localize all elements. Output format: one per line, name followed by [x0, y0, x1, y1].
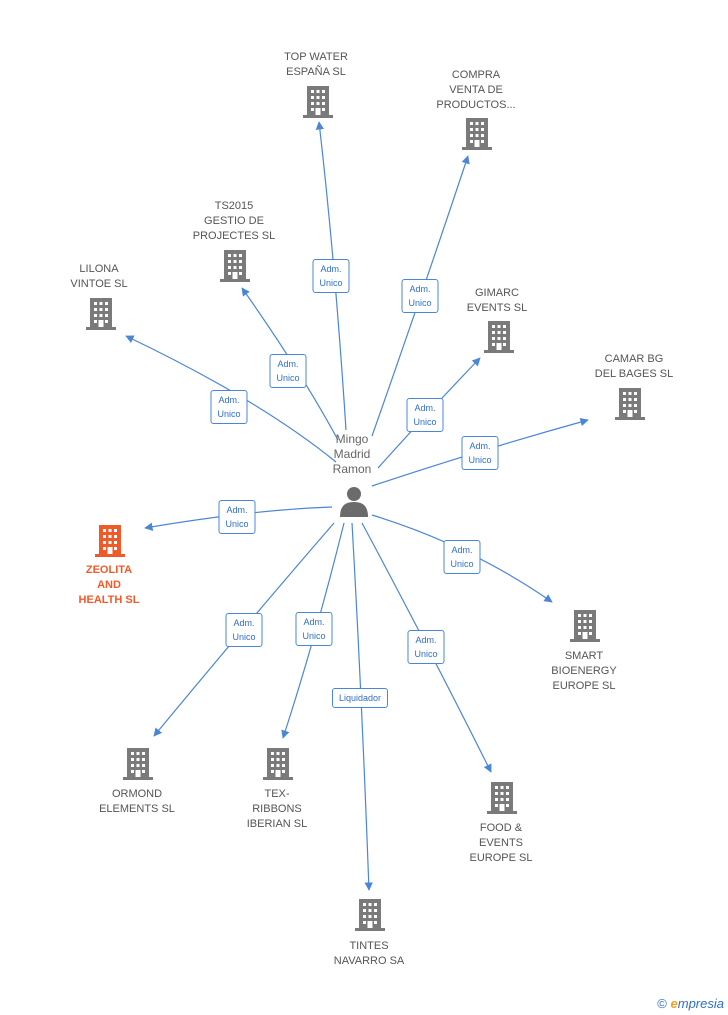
role-badge-smart-bioenergy: Adm. Unico	[443, 540, 481, 574]
role-badge-food-events: Adm. Unico	[407, 630, 445, 664]
company-label-compra-venta[interactable]: COMPRA VENTA DE PRODUCTOS...	[436, 69, 516, 111]
building-icon-top-water[interactable]	[303, 86, 333, 118]
company-label-tintes-navarro[interactable]: TINTES NAVARRO SA	[333, 940, 405, 967]
company-label-ormond[interactable]: ORMOND ELEMENTS SL	[99, 788, 175, 815]
company-label-top-water[interactable]: TOP WATER ESPAÑA SL	[284, 51, 348, 78]
building-icon-ts2015[interactable]	[220, 250, 250, 282]
role-badge-top-water: Adm. Unico	[312, 259, 350, 293]
company-label-lilona[interactable]: LILONA VINTOE SL	[70, 263, 128, 290]
brand-logo-rest: mpresia	[677, 996, 724, 1011]
person-name[interactable]: Mingo Madrid Ramon	[332, 432, 372, 476]
role-badge-tintes-navarro: Liquidador	[331, 688, 389, 708]
company-label-gimarc[interactable]: GIMARC EVENTS SL	[466, 287, 528, 314]
building-icon-tex-ribbons[interactable]	[263, 748, 293, 780]
role-badge-ormond: Adm. Unico	[225, 613, 263, 647]
building-icon-lilona[interactable]	[86, 298, 116, 330]
building-icon-zeolita[interactable]	[95, 525, 125, 557]
building-icon-gimarc[interactable]	[484, 321, 514, 353]
building-icon-food-events[interactable]	[487, 782, 517, 814]
company-label-tex-ribbons[interactable]: TEX- RIBBONS IBERIAN SL	[246, 788, 308, 830]
role-badge-lilona: Adm. Unico	[210, 390, 248, 424]
building-icon-compra-venta[interactable]	[462, 118, 492, 150]
building-icon-ormond[interactable]	[123, 748, 153, 780]
building-icon-smart-bioenergy[interactable]	[570, 610, 600, 642]
copyright-symbol: ©	[657, 996, 667, 1011]
company-label-ts2015[interactable]: TS2015 GESTIO DE PROJECTES SL	[192, 200, 276, 242]
company-label-zeolita[interactable]: ZEOLITA AND HEALTH SL	[78, 564, 140, 606]
person-icon	[340, 487, 368, 517]
company-label-camar-bg[interactable]: CAMAR BG DEL BAGES SL	[594, 353, 674, 380]
company-label-food-events[interactable]: FOOD & EVENTS EUROPE SL	[469, 822, 533, 864]
role-badge-gimarc: Adm. Unico	[406, 398, 444, 432]
role-badge-ts2015: Adm. Unico	[269, 354, 307, 388]
brand-logo-e: e	[670, 996, 678, 1011]
role-badge-zeolita: Adm. Unico	[218, 500, 256, 534]
company-label-smart-bioenergy[interactable]: SMART BIOENERGY EUROPE SL	[551, 650, 617, 692]
role-badge-tex-ribbons: Adm. Unico	[295, 612, 333, 646]
role-badge-camar-bg: Adm. Unico	[461, 436, 499, 470]
watermark: © empresia	[657, 996, 724, 1011]
role-badge-compra-venta: Adm. Unico	[401, 279, 439, 313]
building-icon-tintes-navarro[interactable]	[355, 899, 385, 931]
building-icon-camar-bg[interactable]	[615, 388, 645, 420]
